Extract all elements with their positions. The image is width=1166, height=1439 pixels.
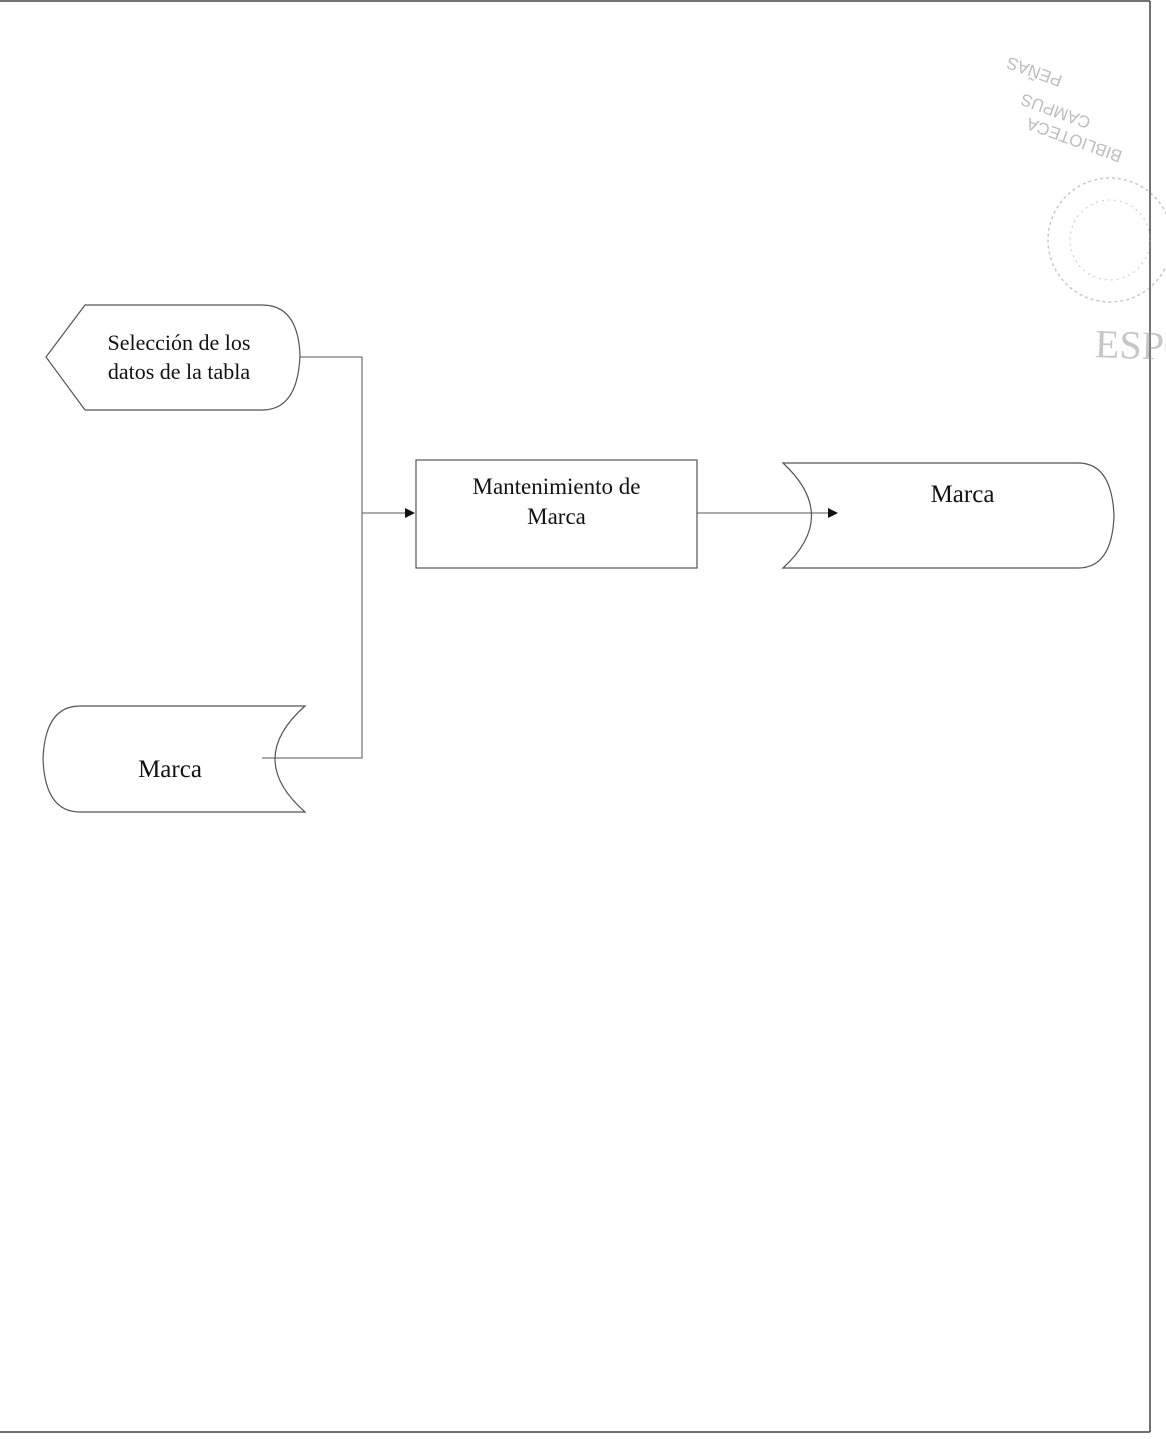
display-selection-line-2: datos de la tabla <box>107 359 251 384</box>
process-maintenance-label: Mantenimiento de Marca <box>418 462 695 542</box>
stamp-text-4: PEÑAS <box>1004 53 1065 91</box>
process-maintenance-line-1: Mantenimiento de <box>472 474 641 500</box>
storage-input-label: Marca <box>138 755 202 783</box>
process-maintenance-line-2: Marca <box>527 504 586 529</box>
storage-input-shape <box>42 705 307 813</box>
storage-output-label: Marca <box>930 480 995 508</box>
storage-output-shape <box>781 462 1115 569</box>
display-selection-label: Selección de los datos de la tabla <box>72 318 286 398</box>
connector-display-to-junction <box>300 356 363 513</box>
display-selection-line-1: Selección de los <box>107 330 251 356</box>
library-stamp: ESPOL BIBLIOTECA CAMPUS PEÑAS <box>1004 53 1166 370</box>
stamp-text-1: ESPOL <box>1094 321 1166 370</box>
display-selection-shape <box>45 304 301 411</box>
connector-storage-to-junction <box>262 513 363 759</box>
process-maintenance-shape <box>415 459 698 569</box>
